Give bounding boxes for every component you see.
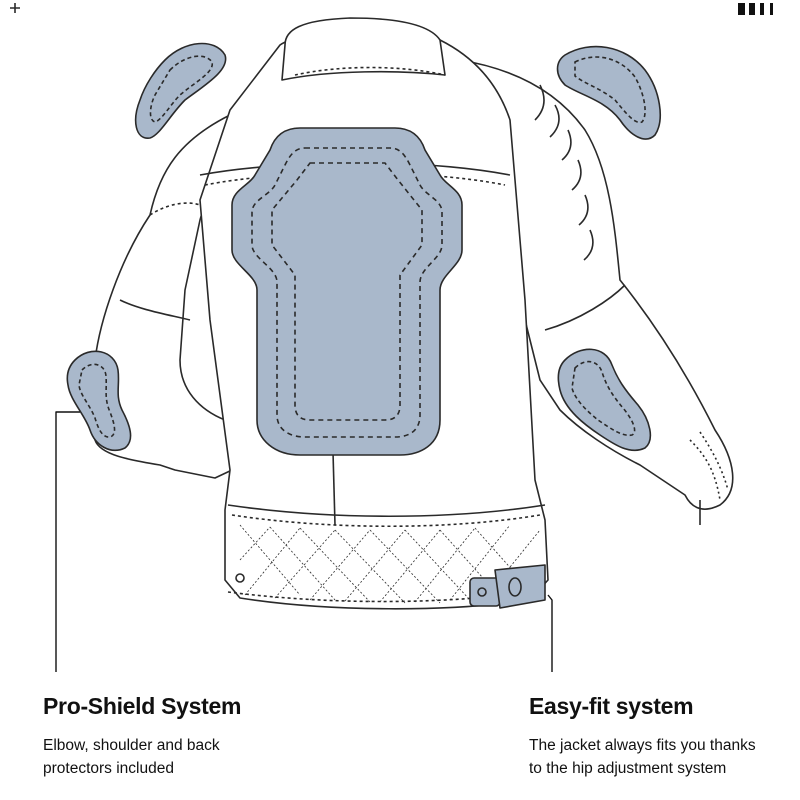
pro-shield-description: Elbow, shoulder and back protectors incl… — [43, 737, 220, 777]
plus-mark-icon — [10, 3, 20, 13]
elbow-protector-left — [66, 350, 132, 452]
callout-line-right — [547, 594, 553, 672]
back-protector — [231, 127, 463, 456]
easy-fit-title: Easy-fit system — [529, 693, 694, 719]
shoulder-protector-left — [134, 42, 227, 139]
elbow-protector-right — [557, 348, 652, 452]
brand-bars-icon — [738, 3, 773, 15]
right-sleeve — [459, 59, 734, 510]
quilted-waistband — [239, 524, 541, 604]
pro-shield-title: Pro-Shield System — [43, 693, 242, 719]
protectors — [66, 42, 661, 456]
hip-adjuster — [469, 564, 546, 609]
shoulder-protector-right — [556, 45, 661, 140]
easy-fit-description: The jacket always fits you thanks to the… — [529, 737, 756, 777]
callout-line-left — [55, 411, 80, 672]
collar — [281, 17, 446, 81]
